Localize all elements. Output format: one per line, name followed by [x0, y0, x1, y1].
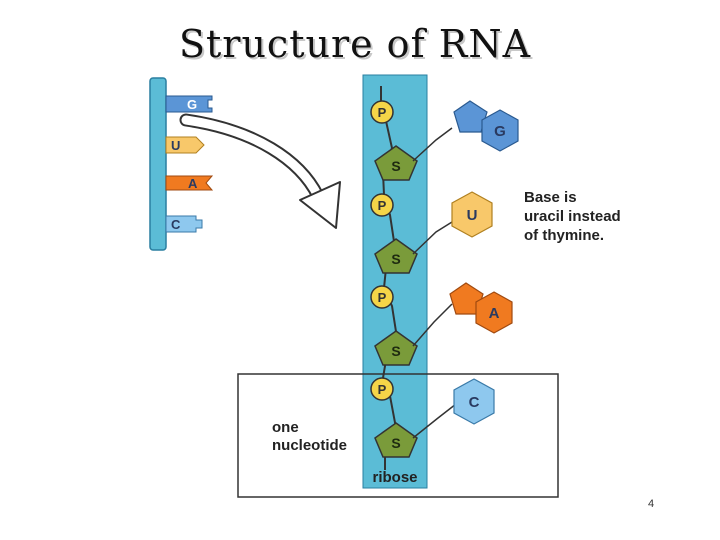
glycosidic-bonds: [412, 127, 457, 439]
phosphate: P: [370, 377, 394, 401]
strand-base-label: G: [187, 97, 197, 112]
page-title: Structure of RNA: [178, 22, 532, 66]
strand-base-u: U: [165, 136, 205, 154]
strand-base-label: U: [171, 138, 180, 153]
uracil-callout: Base is uracil instead of thymine.: [524, 189, 621, 244]
sugar: S: [374, 145, 418, 181]
callout-line: of thymine.: [524, 227, 604, 244]
base-label: C: [469, 394, 480, 411]
strand-base-c: C: [165, 215, 203, 233]
callout-line: Base is: [524, 189, 577, 206]
curved-arrow: [179, 113, 341, 229]
strand-base-g: G: [165, 95, 213, 113]
callout-line: uracil instead: [524, 208, 621, 225]
backbone-line: [380, 86, 399, 470]
sugar-label: S: [391, 435, 400, 451]
ribose-label: ribose: [372, 469, 417, 486]
nucleotide-box: [237, 373, 559, 498]
strand-base-a: A: [165, 175, 214, 191]
sugar-label: S: [391, 343, 400, 359]
phosphate-label: P: [378, 198, 387, 213]
slide-number: 4: [648, 498, 655, 510]
strand-base-label: A: [188, 176, 198, 191]
base-g: G: [453, 100, 519, 152]
nucleotide-label-line: nucleotide: [272, 437, 347, 454]
base-label: U: [467, 207, 478, 224]
base-u: U: [451, 191, 493, 238]
strand-backbone: [149, 77, 167, 251]
sugar-label: S: [391, 251, 400, 267]
strand-base-label: C: [171, 217, 181, 232]
phosphate-label: P: [378, 105, 387, 120]
phosphate: P: [370, 100, 394, 124]
base-label: A: [489, 305, 500, 322]
base-label: G: [494, 123, 506, 140]
nucleotide-label-line: one: [272, 419, 299, 436]
phosphate-label: P: [378, 290, 387, 305]
phosphate-label: P: [378, 382, 387, 397]
base-c: C: [453, 378, 495, 425]
sugar: S: [374, 238, 418, 274]
base-a: A: [449, 282, 513, 334]
sugar-label: S: [391, 158, 400, 174]
nucleotide-label: one nucleotide: [272, 419, 347, 454]
sugar: S: [374, 330, 418, 366]
simplified-strand: G U A C: [149, 77, 214, 251]
phosphate: P: [370, 285, 394, 309]
phosphate: P: [370, 193, 394, 217]
sugar: S: [374, 422, 418, 458]
